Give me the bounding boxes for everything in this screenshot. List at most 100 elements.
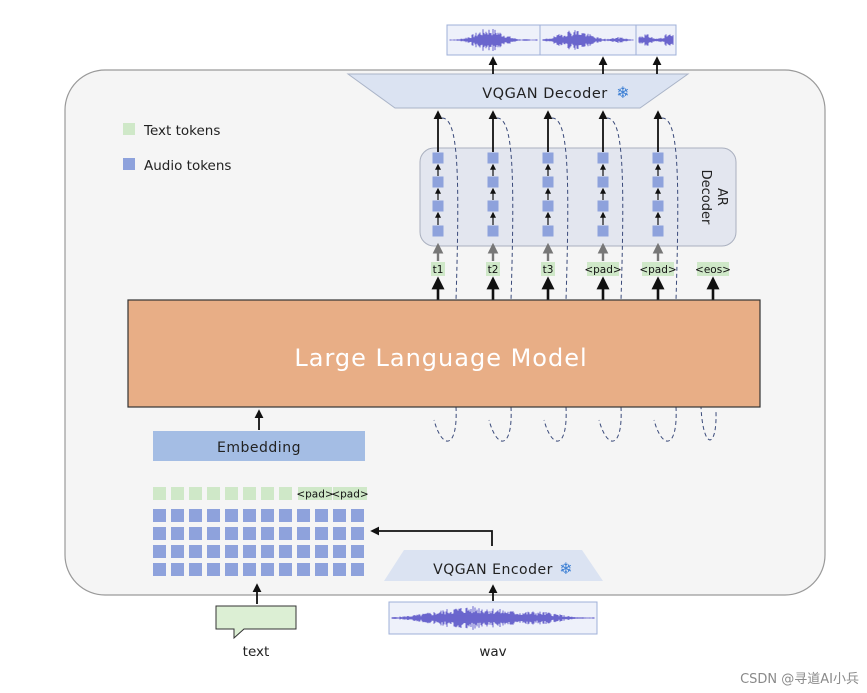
audio-token [207,563,220,576]
input-token-grid: <pad><pad> [153,487,369,576]
pad-token: <pad> [331,487,369,501]
audio-token [297,527,310,540]
decoder-output-arrows [488,56,662,74]
output-token-bg [486,262,500,276]
audio-token [153,545,166,558]
audio-token [487,200,499,212]
audio-token [597,225,609,237]
vqgan-decoder-shape [346,73,690,109]
audio-token [432,225,444,237]
autoregressive-loop [653,117,679,442]
audio-token [261,509,274,522]
pad-token-label: <pad> [331,489,368,501]
text-token [153,487,166,500]
audio-token [542,176,554,188]
pad-token: <pad> [296,487,334,501]
audio-token [297,545,310,558]
audio-token [243,563,256,576]
audio-token [597,200,609,212]
llm-box [127,299,761,408]
audio-token [243,509,256,522]
llm-block: Large Language Model [127,299,761,408]
output-waveform-box-1 [446,24,541,56]
audio-token [261,563,274,576]
autoregressive-loop [433,117,459,442]
text-token [207,487,220,500]
audio-token [333,509,346,522]
ar-column [597,110,609,261]
ar-decoder-label: AR Decoder [698,170,729,225]
audio-token [315,509,328,522]
output-token-bg [587,262,619,276]
pad-token-bg [333,487,367,500]
audio-token [171,527,184,540]
audio-token [279,563,292,576]
output-token-bg [431,262,445,276]
pad-token-label: <pad> [296,489,333,501]
audio-token [171,509,184,522]
llm-label: Large Language Model [294,344,587,372]
audio-token [652,176,664,188]
audio-token [351,545,364,558]
vqgan-encoder-label: VQGAN Encoder [433,562,553,578]
audio-token [351,527,364,540]
embedding-box [153,431,365,461]
output-token-label: <pad> [584,264,621,276]
ar-decoder-box [419,147,737,247]
audio-token [351,563,364,576]
audio-token [487,152,499,164]
audio-token [261,527,274,540]
output-token: <eos> [695,262,731,300]
audio-token [207,527,220,540]
input-waveform [391,606,595,630]
watermark: CSDN @寻道AI小兵 [740,672,859,687]
snowflake-icon: ❄ [559,559,572,578]
audio-token [189,527,202,540]
autoregressive-loop [488,117,514,442]
audio-token [652,200,664,212]
embedding-label: Embedding [217,440,301,456]
output-token: <pad> [584,262,622,300]
audio-token [225,527,238,540]
audio-token [189,563,202,576]
audio-token [432,152,444,164]
audio-token [432,200,444,212]
text-token [279,487,292,500]
ar-decoder-label-line2: Decoder [698,170,713,225]
audio-token [333,563,346,576]
audio-token [333,527,346,540]
vqgan-encoder-shape [384,550,603,581]
autoregressive-loop [598,117,624,442]
text-token [261,487,274,500]
audio-token [207,509,220,522]
audio-token [487,225,499,237]
audio-token [487,176,499,188]
output-waveform [449,29,674,51]
audio-token [279,527,292,540]
audio-token [261,545,274,558]
output-token-bg [697,262,729,276]
output-token-label: t3 [543,264,554,276]
ar-column [652,110,664,261]
audio-token [171,545,184,558]
audio-token [225,545,238,558]
audio-token [243,545,256,558]
legend: Text tokens Audio tokens [123,123,231,174]
autoregressive-loop [543,117,569,442]
audio-token [171,563,184,576]
waveform-signal [638,34,674,46]
waveform-signal [449,29,538,51]
audio-token [279,545,292,558]
audio-token [189,545,202,558]
audio-token [243,527,256,540]
encoder-to-grid-arrow [370,526,493,546]
legend-audio-tokens-label: Audio tokens [144,158,231,174]
legend-text-token-swatch [123,123,135,135]
waveform-signal [542,30,634,50]
embedding-block: Embedding [153,431,365,461]
legend-text-tokens-label: Text tokens [143,123,220,139]
output-token: t3 [541,262,555,300]
output-token: <pad> [639,262,677,300]
output-token-label: <eos> [695,264,731,276]
